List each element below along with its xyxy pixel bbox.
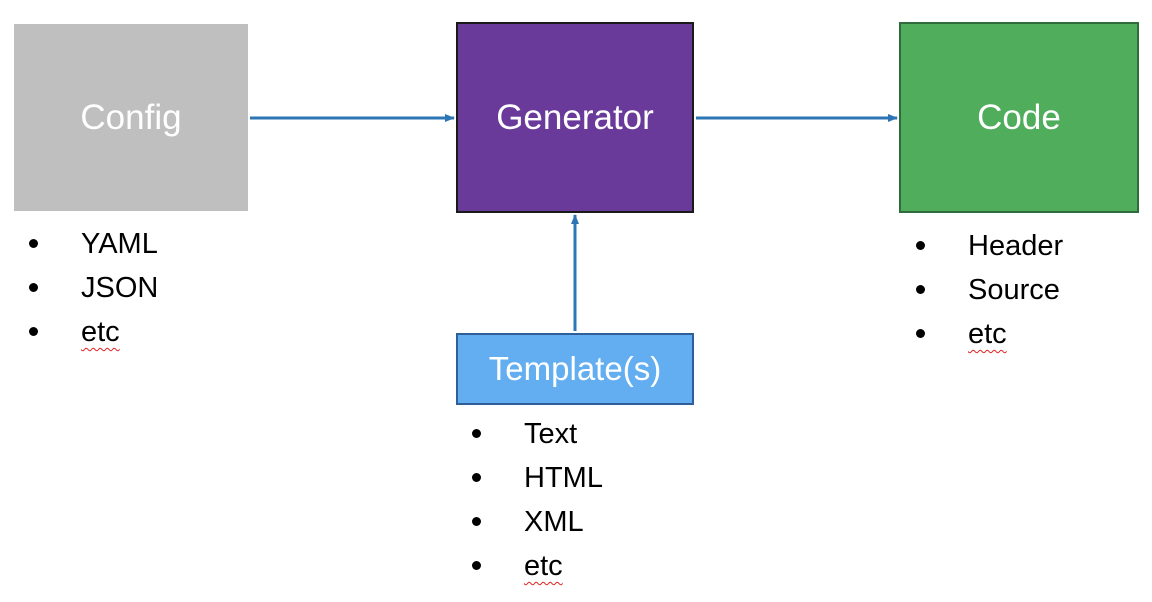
list-item: HTML	[472, 456, 692, 500]
template-box: Template(s)	[456, 333, 694, 405]
list-item: XML	[472, 500, 692, 544]
bullet-icon	[472, 517, 481, 526]
bullet-icon	[29, 283, 38, 292]
list-item: Text	[472, 412, 692, 456]
bullet-icon	[916, 329, 925, 338]
list-item: etc	[29, 310, 249, 354]
list-item: etc	[472, 544, 692, 588]
generator-label: Generator	[496, 97, 654, 137]
bullet-icon	[472, 473, 481, 482]
template-list: Text HTML XML etc	[472, 412, 692, 588]
code-label: Code	[977, 97, 1061, 137]
generator-box: Generator	[456, 22, 694, 213]
list-item: YAML	[29, 222, 249, 266]
config-label: Config	[80, 97, 182, 137]
list-item: etc	[916, 312, 1136, 356]
bullet-icon	[472, 429, 481, 438]
template-label: Template(s)	[488, 350, 662, 387]
config-list: YAML JSON etc	[29, 222, 249, 354]
list-item: Source	[916, 268, 1136, 312]
code-list: Header Source etc	[916, 224, 1136, 356]
code-box: Code	[899, 22, 1139, 213]
bullet-icon	[29, 327, 38, 336]
bullet-icon	[916, 241, 925, 250]
bullet-icon	[916, 285, 925, 294]
config-box: Config	[14, 24, 248, 211]
bullet-icon	[472, 561, 481, 570]
bullet-icon	[29, 239, 38, 248]
list-item: Header	[916, 224, 1136, 268]
list-item: JSON	[29, 266, 249, 310]
